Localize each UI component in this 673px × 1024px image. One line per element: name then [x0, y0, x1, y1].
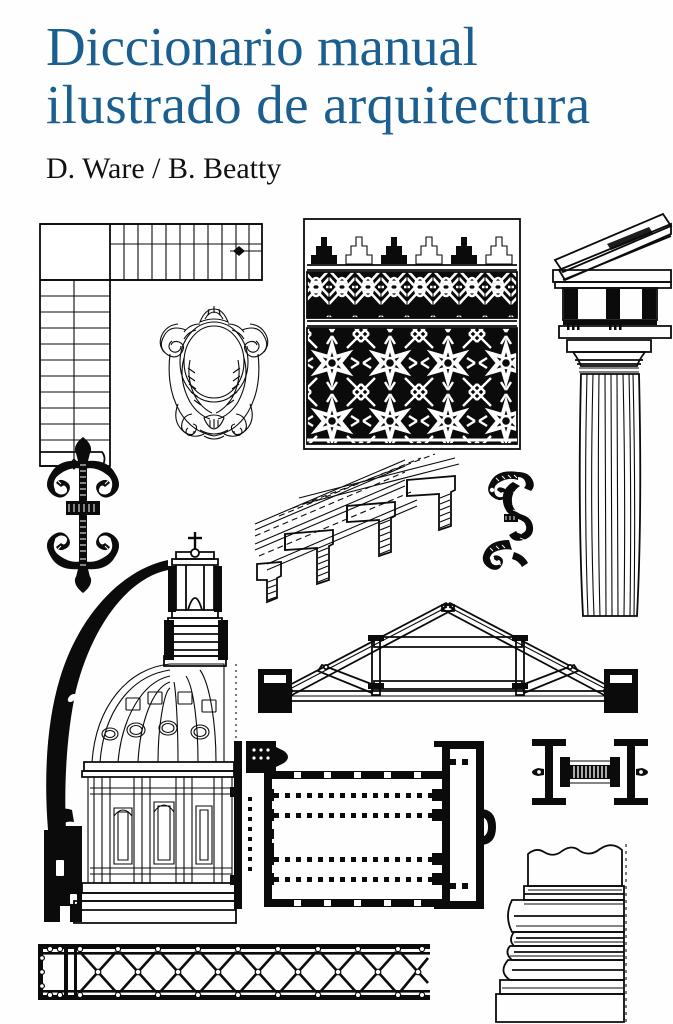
column-base-icon	[494, 832, 673, 1024]
basilica-plan-icon	[228, 735, 496, 920]
book-authors: D. Ware / B. Beatty	[46, 152, 282, 185]
fleur-de-lis-icon	[36, 435, 130, 595]
tie-rod-icon	[524, 735, 656, 821]
title-block: Diccionario manual ilustrado de arquitec…	[46, 18, 666, 134]
floor-joists-icon	[254, 453, 471, 616]
cartouche-icon	[148, 300, 280, 448]
moorish-ornament-icon	[303, 218, 521, 450]
lattice-girder-icon	[36, 938, 432, 1002]
roof-truss-icon	[256, 595, 640, 721]
doric-column-icon	[545, 208, 673, 618]
book-title-line-1: Diccionario manual	[46, 16, 478, 77]
dome-section-icon	[36, 530, 248, 926]
staircase-plan-icon	[38, 222, 264, 470]
illustration-collage	[0, 200, 673, 1024]
s-scroll-icon	[476, 468, 542, 572]
book-title-line-2: ilustrado de arquitectura	[46, 74, 591, 135]
